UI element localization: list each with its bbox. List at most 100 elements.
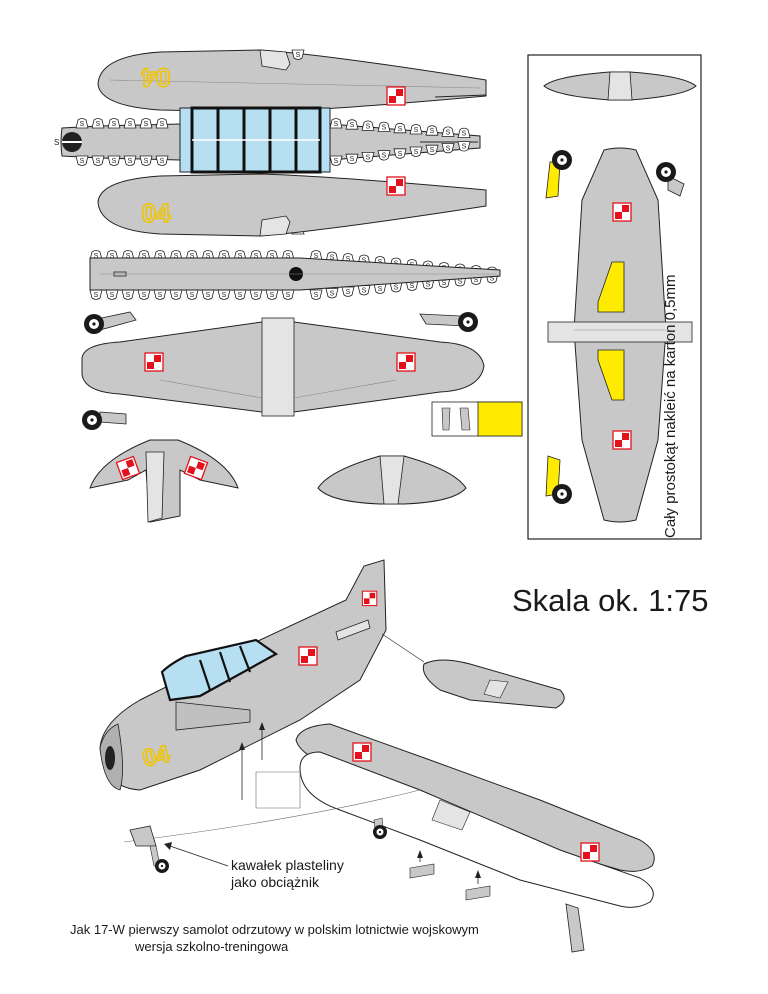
caption-line-2: wersja szkolno-treningowa bbox=[135, 939, 289, 954]
glue-tab-letter: S bbox=[286, 253, 291, 260]
glue-tab-letter: S bbox=[128, 158, 133, 165]
glue-tab-letter: S bbox=[174, 253, 179, 260]
glue-tab-letter: S bbox=[142, 253, 147, 260]
glue-tab: S bbox=[441, 142, 455, 154]
glue-tab: S bbox=[341, 286, 355, 297]
glue-tab: S bbox=[89, 289, 103, 300]
glue-tab: S bbox=[393, 122, 407, 134]
glue-tab-letter: S bbox=[490, 276, 495, 283]
glue-tab: S bbox=[185, 289, 199, 300]
glue-tab-letter: S bbox=[222, 253, 227, 260]
glue-tab-letter: S bbox=[414, 127, 419, 134]
glue-tab: S bbox=[121, 289, 135, 300]
glue-tab: S bbox=[377, 121, 391, 133]
glue-tab: S bbox=[249, 250, 263, 261]
glue-tab: S bbox=[153, 250, 167, 261]
scale-label: Skala ok. 1:75 bbox=[512, 583, 709, 618]
glue-tab-letter: S bbox=[112, 121, 117, 128]
glue-tab-letter: S bbox=[270, 292, 275, 299]
glue-tab-letter: S bbox=[254, 253, 259, 260]
glue-tab: S bbox=[265, 250, 279, 261]
glue-tab-letter: S bbox=[80, 158, 85, 165]
landing-gear-parts bbox=[82, 311, 478, 430]
glue-tab: S bbox=[169, 250, 183, 261]
glue-tab-letter: S bbox=[142, 292, 147, 299]
glue-tab-letter: S bbox=[458, 279, 463, 286]
mount-frame bbox=[527, 54, 702, 540]
glue-tab-letter: S bbox=[394, 285, 399, 292]
glue-tab: S bbox=[75, 155, 89, 166]
vertical-tail-halves bbox=[89, 439, 239, 523]
glue-tab-letter: S bbox=[334, 158, 339, 165]
glue-tab-letter: S bbox=[160, 121, 165, 128]
caption-line-1: Jak 17-W pierwszy samolot odrzutowy w po… bbox=[70, 922, 479, 937]
glue-tab: S bbox=[201, 289, 215, 300]
glue-tab: S bbox=[155, 118, 169, 129]
glue-tab: S bbox=[233, 250, 247, 261]
glue-tab-letter: S bbox=[366, 154, 371, 161]
glue-tab: S bbox=[309, 289, 323, 300]
glue-tab: S bbox=[357, 285, 371, 296]
glue-tab: S bbox=[155, 155, 169, 166]
glue-tab: S bbox=[361, 151, 375, 163]
glue-tab-letter: S bbox=[222, 292, 227, 299]
gear-door-swatch bbox=[431, 401, 523, 437]
glue-tab-letter: S bbox=[158, 292, 163, 299]
glue-tab: S bbox=[123, 155, 137, 166]
glue-tab-letter: S bbox=[350, 156, 355, 163]
glue-tab-letter: S bbox=[158, 253, 163, 260]
assembled-wing bbox=[295, 723, 655, 908]
glue-tab-letter: S bbox=[474, 277, 479, 284]
glue-tab: S bbox=[185, 250, 199, 261]
glue-tab: S bbox=[409, 124, 423, 135]
fuselage-center-strip bbox=[60, 106, 481, 174]
fuselage-half-upper bbox=[97, 49, 487, 113]
glue-tab: S bbox=[137, 250, 151, 261]
glue-tab: S bbox=[91, 118, 105, 129]
glue-tab: S bbox=[123, 118, 137, 129]
glue-tab-letter: S bbox=[270, 253, 275, 260]
glue-tab-letter: S bbox=[398, 126, 403, 133]
glue-tab-letter: S bbox=[378, 286, 383, 293]
glue-tab-letter: S bbox=[174, 292, 179, 299]
panel-stabilizer bbox=[543, 71, 697, 101]
glue-tab: S bbox=[249, 289, 263, 300]
glue-tab: S bbox=[291, 49, 305, 60]
glue-tab: S bbox=[329, 118, 343, 129]
glue-tab: S bbox=[325, 251, 339, 262]
glue-tab: S bbox=[389, 282, 403, 293]
glue-tab: S bbox=[357, 254, 371, 265]
glue-tab-letter: S bbox=[190, 253, 195, 260]
tactical-number-lower: 04 bbox=[142, 198, 171, 228]
glue-tab-letter: S bbox=[254, 292, 259, 299]
glue-tab-letter: S bbox=[128, 121, 133, 128]
glue-tab-letter: S bbox=[330, 291, 335, 298]
glue-tab-letter: S bbox=[442, 280, 447, 287]
glue-tab: S bbox=[217, 250, 231, 261]
glue-tab: S bbox=[121, 250, 135, 261]
fuselage-bottom-strip bbox=[89, 257, 501, 291]
glue-tab-letter: S bbox=[94, 292, 99, 299]
nose-tab-letter: S bbox=[54, 138, 59, 147]
glue-tab-letter: S bbox=[430, 128, 435, 135]
glue-tab-letter: S bbox=[462, 131, 467, 138]
glue-tab-letter: S bbox=[112, 158, 117, 165]
glue-tab: S bbox=[329, 155, 343, 166]
callout-line-2: jako obciążnik bbox=[231, 874, 319, 890]
glue-tab: S bbox=[457, 127, 471, 139]
glue-tab-letter: S bbox=[362, 258, 367, 265]
horizontal-stabilizer bbox=[317, 455, 467, 505]
glue-tab-letter: S bbox=[382, 153, 387, 160]
glue-tab-letter: S bbox=[362, 288, 367, 295]
glue-tab-letter: S bbox=[334, 121, 339, 128]
glue-tab: S bbox=[153, 289, 167, 300]
glue-tab-letter: S bbox=[206, 292, 211, 299]
glue-tab: S bbox=[169, 289, 183, 300]
glue-tab-letter: S bbox=[426, 282, 431, 289]
glue-tab-letter: S bbox=[410, 283, 415, 290]
glue-tab: S bbox=[139, 118, 153, 129]
glue-tab-letter: S bbox=[346, 289, 351, 296]
glue-tab: S bbox=[91, 155, 105, 166]
